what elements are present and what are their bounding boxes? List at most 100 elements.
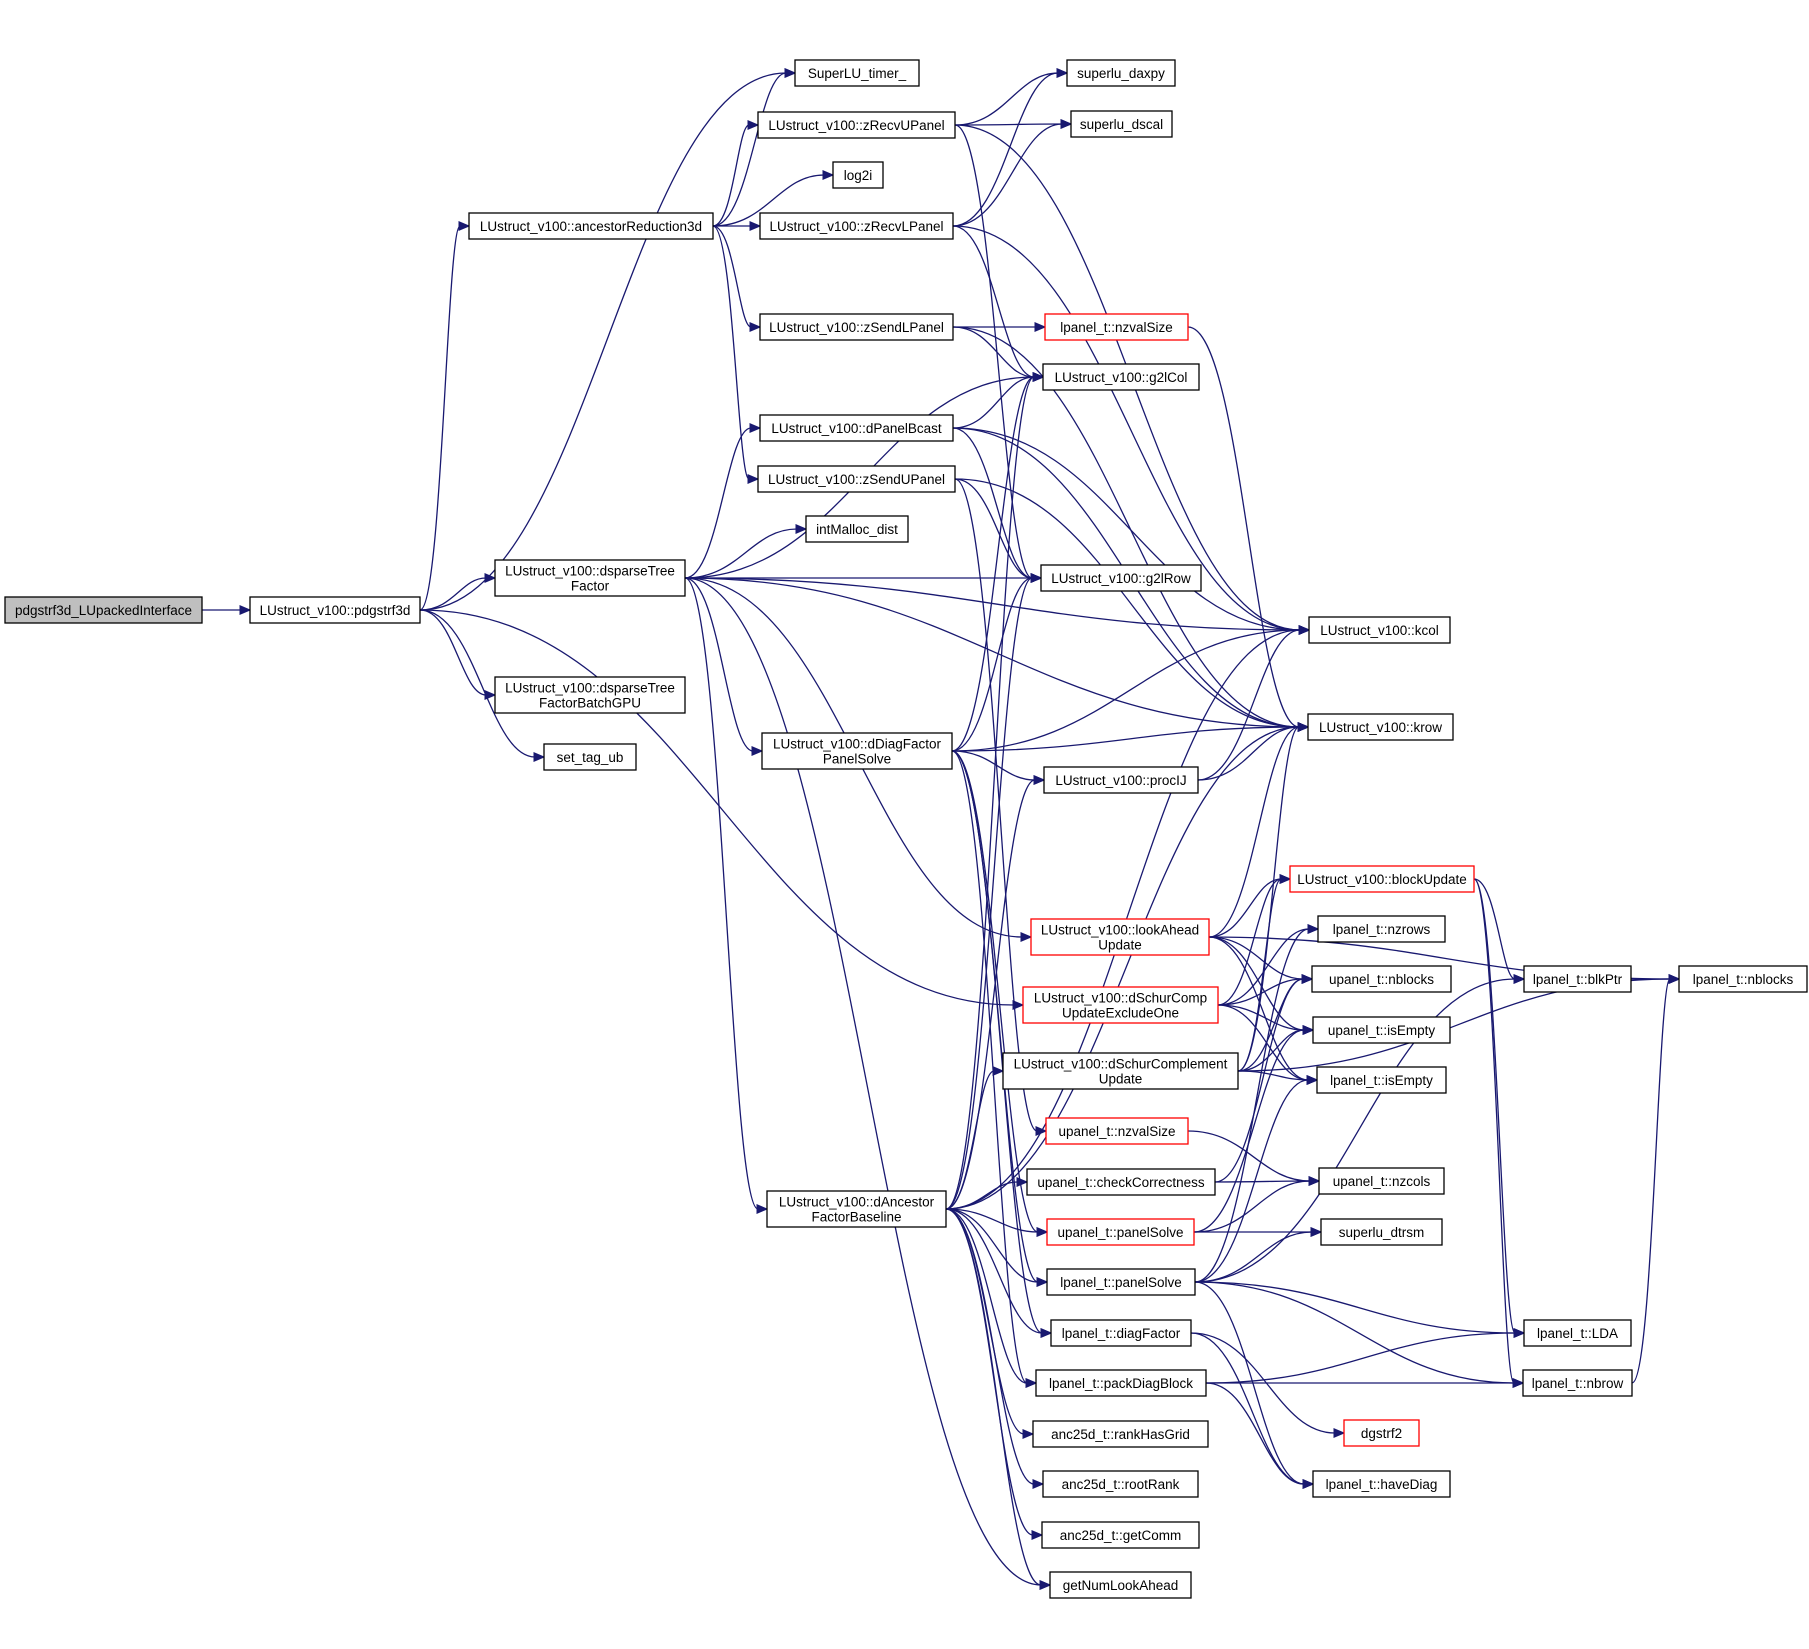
- node-box: [759, 414, 954, 442]
- node-unblocks[interactable]: upanel_t::nblocks: [1311, 965, 1452, 993]
- node-label: anc25d_t::rankHasGrid: [1051, 1427, 1190, 1442]
- node-label: lpanel_t::nzvalSize: [1060, 320, 1173, 335]
- node-box: [1035, 1369, 1207, 1397]
- node-kcol[interactable]: LUstruct_v100::kcol: [1308, 616, 1451, 644]
- node-label: lpanel_t::blkPtr: [1533, 972, 1623, 987]
- edge-dAnc-to-uCheck: [945, 1177, 1029, 1210]
- node-box: [761, 732, 953, 770]
- edge-pdgstrf3d-to-dSchurEx: [419, 609, 1025, 1010]
- node-rankHas[interactable]: anc25d_t::rankHasGrid: [1032, 1420, 1209, 1448]
- node-label: upanel_t::isEmpty: [1328, 1023, 1436, 1038]
- node-label: lpanel_t::haveDiag: [1326, 1477, 1438, 1492]
- node-box: [1311, 965, 1452, 993]
- node-unzcols[interactable]: upanel_t::nzcols: [1318, 1167, 1445, 1195]
- node-box: [1320, 1218, 1443, 1246]
- node-getNum[interactable]: getNumLookAhead: [1049, 1571, 1192, 1599]
- node-root[interactable]: pdgstrf3d_LUpackedInterface: [4, 596, 203, 624]
- node-getComm[interactable]: anc25d_t::getComm: [1041, 1521, 1200, 1549]
- node-dSchurEx[interactable]: LUstruct_v100::dSchurCompUpdateExcludeOn…: [1022, 986, 1219, 1024]
- node-label: lpanel_t::nblocks: [1693, 972, 1794, 987]
- edge-zRecvU-to-daxpy: [954, 68, 1069, 126]
- node-uCheck[interactable]: upanel_t::checkCorrectness: [1026, 1168, 1216, 1196]
- node-dtrsm[interactable]: superlu_dtrsm: [1320, 1218, 1443, 1246]
- node-log2i[interactable]: log2i: [832, 161, 884, 189]
- node-uSolve[interactable]: upanel_t::panelSolve: [1046, 1218, 1195, 1246]
- node-g2lRow[interactable]: LUstruct_v100::g2lRow: [1040, 564, 1202, 592]
- node-ancRed[interactable]: LUstruct_v100::ancestorReduction3d: [468, 212, 714, 240]
- edge-lnzval-to-krow: [1187, 326, 1310, 732]
- node-box: [794, 59, 920, 87]
- node-uEmpty[interactable]: upanel_t::isEmpty: [1312, 1016, 1451, 1044]
- node-label: intMalloc_dist: [816, 522, 898, 537]
- edge-dDiag-to-g2lRow: [951, 573, 1043, 752]
- node-box: [1022, 986, 1219, 1024]
- edge-blockUp-to-nbrow: [1473, 878, 1525, 1388]
- node-krow[interactable]: LUstruct_v100::krow: [1307, 713, 1454, 741]
- node-label: lpanel_t::nbrow: [1532, 1376, 1624, 1391]
- node-label: getNumLookAhead: [1063, 1578, 1179, 1593]
- node-zSendU[interactable]: LUstruct_v100::zSendUPanel: [757, 465, 956, 493]
- node-dgstrf2[interactable]: dgstrf2: [1343, 1419, 1420, 1447]
- node-lEmpty[interactable]: lpanel_t::isEmpty: [1316, 1066, 1447, 1094]
- node-box: [249, 596, 421, 624]
- edge-ancRed-to-log2i: [712, 170, 835, 227]
- edge-ancRed-to-timer: [712, 68, 797, 227]
- edge-zSendU-to-krow: [954, 478, 1310, 732]
- node-pdgstrf3d[interactable]: LUstruct_v100::pdgstrf3d: [249, 596, 421, 624]
- node-lnblocks[interactable]: lpanel_t::nblocks: [1678, 965, 1808, 993]
- node-box: [1041, 1521, 1200, 1549]
- node-haveDiag[interactable]: lpanel_t::haveDiag: [1312, 1470, 1451, 1498]
- node-daxpy[interactable]: superlu_daxpy: [1066, 59, 1176, 87]
- edge-pdgstrf3d-to-dsparseGPU: [419, 609, 497, 700]
- node-lDiag[interactable]: lpanel_t::diagFactor: [1050, 1319, 1192, 1347]
- node-procIJ[interactable]: LUstruct_v100::procIJ: [1043, 766, 1199, 794]
- node-settag[interactable]: set_tag_ub: [543, 743, 637, 771]
- edge-ancRed-to-zSendU: [712, 225, 760, 484]
- node-label: PanelSolve: [823, 752, 891, 767]
- node-timer[interactable]: SuperLU_timer_: [794, 59, 920, 87]
- node-blockUp[interactable]: LUstruct_v100::blockUpdate: [1289, 865, 1475, 893]
- node-g2lCol[interactable]: LUstruct_v100::g2lCol: [1042, 363, 1200, 391]
- node-LDA[interactable]: lpanel_t::LDA: [1523, 1319, 1632, 1347]
- node-label: Update: [1099, 1072, 1143, 1087]
- node-dscal[interactable]: superlu_dscal: [1070, 110, 1173, 138]
- node-label: LUstruct_v100::g2lCol: [1055, 370, 1188, 385]
- edge-dSchurEx-to-unblocks: [1217, 974, 1314, 1006]
- node-label: lpanel_t::nzrows: [1333, 922, 1431, 937]
- node-lnzval[interactable]: lpanel_t::nzvalSize: [1044, 313, 1189, 341]
- node-lSolve[interactable]: lpanel_t::panelSolve: [1046, 1268, 1196, 1296]
- edge-zSendL-to-lnzval: [953, 322, 1047, 332]
- node-zRecvU[interactable]: LUstruct_v100::zRecvUPanel: [757, 111, 956, 139]
- node-label: lpanel_t::diagFactor: [1062, 1326, 1181, 1341]
- node-label: superlu_dtrsm: [1339, 1225, 1425, 1240]
- node-unzval[interactable]: upanel_t::nzvalSize: [1045, 1117, 1189, 1145]
- node-blkPtr[interactable]: lpanel_t::blkPtr: [1523, 965, 1632, 993]
- node-label: anc25d_t::getComm: [1060, 1528, 1182, 1543]
- node-label: LUstruct_v100::blockUpdate: [1297, 872, 1467, 887]
- node-label: LUstruct_v100::zRecvUPanel: [768, 118, 944, 133]
- node-box: [1050, 1319, 1192, 1347]
- edge-dsparse-to-getNum: [684, 577, 1052, 1590]
- node-label: LUstruct_v100::ancestorReduction3d: [480, 219, 702, 234]
- node-lnzrows[interactable]: lpanel_t::nzrows: [1317, 915, 1446, 943]
- edge-nbrow-to-lnblocks: [1631, 974, 1681, 1384]
- node-label: FactorBaseline: [811, 1210, 901, 1225]
- node-rootRank[interactable]: anc25d_t::rootRank: [1042, 1470, 1199, 1498]
- node-box: [757, 465, 956, 493]
- node-intMalloc[interactable]: intMalloc_dist: [805, 515, 909, 543]
- node-label: lpanel_t::packDiagBlock: [1049, 1376, 1193, 1391]
- node-zSendL[interactable]: LUstruct_v100::zSendLPanel: [759, 313, 954, 341]
- edge-lDiag-to-dgstrf2: [1190, 1332, 1346, 1438]
- node-lPack[interactable]: lpanel_t::packDiagBlock: [1035, 1369, 1207, 1397]
- node-zRecvL[interactable]: LUstruct_v100::zRecvLPanel: [759, 212, 954, 240]
- edge-dAnc-to-lPack: [945, 1208, 1038, 1388]
- node-nbrow[interactable]: lpanel_t::nbrow: [1522, 1369, 1633, 1397]
- node-box: [494, 676, 686, 714]
- node-dPanelB[interactable]: LUstruct_v100::dPanelBcast: [759, 414, 954, 442]
